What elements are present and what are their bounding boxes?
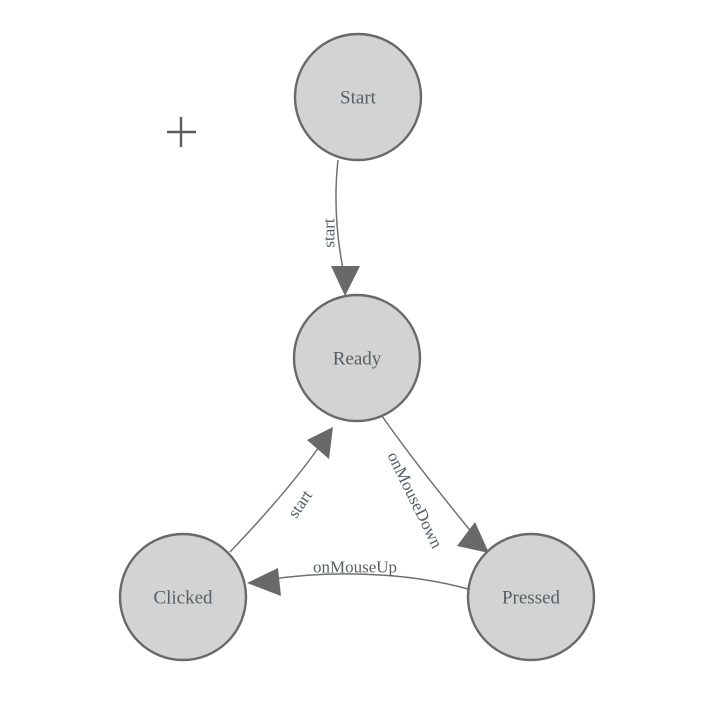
edge-pressed-to-clicked[interactable] [247,568,469,596]
arrowhead-start-to-ready [331,266,360,296]
node-start[interactable]: Start [293,32,423,162]
edge-label-clicked-to-ready: start [284,486,316,521]
arrowhead-clicked-to-ready [307,427,333,459]
node-clicked[interactable]: Clicked [118,532,248,662]
edge-line-ready-to-pressed [381,415,478,540]
crosshair-icon[interactable] [167,117,196,147]
node-pressed-label: Pressed [502,588,561,609]
edge-start-to-ready[interactable] [331,159,360,296]
node-ready[interactable]: Ready [292,293,422,423]
edge-line-pressed-to-clicked [265,573,469,590]
edge-clicked-to-ready[interactable] [229,427,333,553]
edge-line-clicked-to-ready [229,446,320,553]
node-ready-circle [292,293,422,423]
node-clicked-circle [118,532,248,662]
edge-label-pressed-to-clicked: onMouseUp [313,558,397,577]
arrowhead-pressed-to-clicked [247,568,281,596]
node-start-circle [293,32,423,162]
node-start-label: Start [340,88,377,109]
edge-label-ready-to-pressed: onMouseDown [383,449,446,552]
node-ready-label: Ready [333,349,382,370]
edge-ready-to-pressed[interactable] [381,415,489,553]
edge-label-start-to-ready: start [320,218,339,248]
arrowhead-ready-to-pressed [457,522,489,553]
node-pressed-circle [466,532,596,662]
node-clicked-label: Clicked [153,588,213,609]
node-pressed[interactable]: Pressed [466,532,596,662]
